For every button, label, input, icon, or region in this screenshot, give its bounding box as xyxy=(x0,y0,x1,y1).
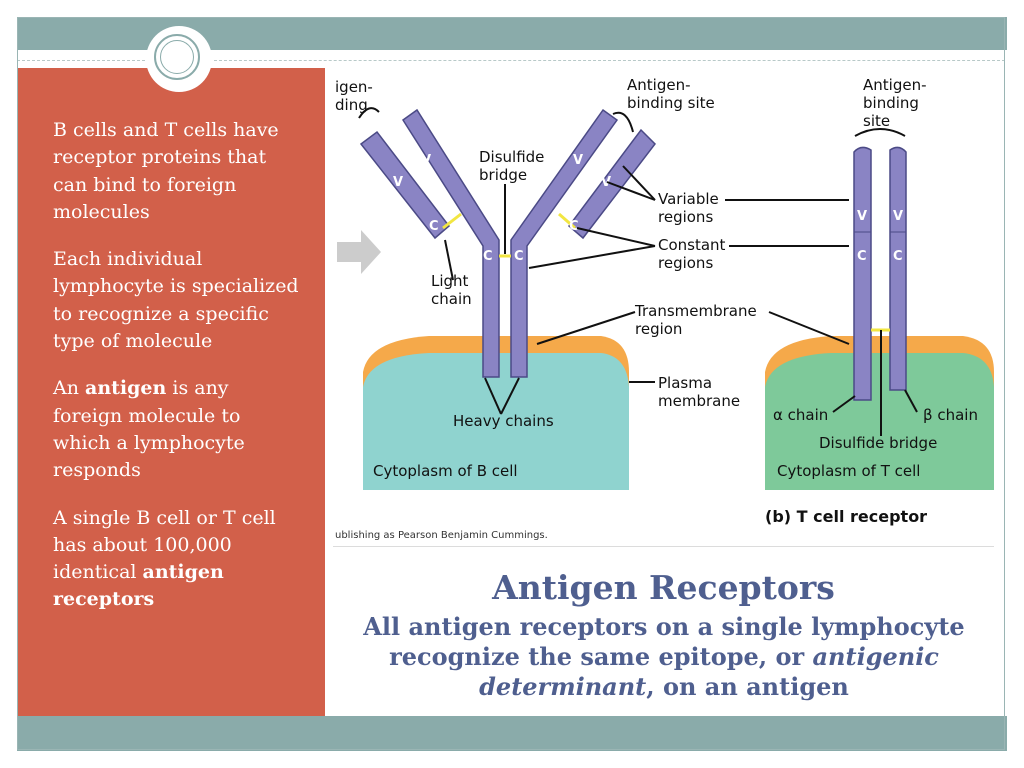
b-c-right-heavy: C xyxy=(514,249,524,264)
pointer-arrow xyxy=(337,230,381,274)
left-panel xyxy=(17,68,325,716)
t-c-beta: C xyxy=(893,249,903,264)
label-antigen-mid-2: binding site xyxy=(627,94,715,112)
leader-transmembrane-b xyxy=(536,311,636,345)
t-v-alpha: V xyxy=(857,209,867,224)
bullet-1: B cells and T cells have receptor protei… xyxy=(53,117,303,226)
label-beta-chain: β chain xyxy=(923,406,978,424)
leader-antigen-mid xyxy=(612,111,634,133)
slide-subtitle: All antigen receptors on a single lympho… xyxy=(340,612,988,702)
heavy-chain-left xyxy=(401,108,500,378)
leader-constant-2 xyxy=(528,245,656,269)
label-antigen-right-2: binding xyxy=(863,94,919,112)
receptor-diagram: V V C C C V V C V V C C xyxy=(335,76,994,541)
bullet-3-post: is any foreign molecule to which a lymph… xyxy=(53,377,245,482)
bullet-3-pre: An xyxy=(53,377,79,400)
header-badge-inner-ring xyxy=(160,40,194,74)
label-antigen-right-3: site xyxy=(863,112,890,130)
leader-transmembrane-t xyxy=(768,311,850,345)
label-antigen-mid-1: Antigen- xyxy=(627,76,691,94)
label-antigen-left-2: ding xyxy=(335,96,368,114)
label-constant-1: Constant xyxy=(658,236,726,254)
bottom-band xyxy=(17,716,1007,751)
leader-antigen-left xyxy=(358,107,380,119)
label-cytoplasm-b: Cytoplasm of B cell xyxy=(373,462,518,480)
label-constant-2: regions xyxy=(658,254,713,272)
label-disulfide-2: bridge xyxy=(479,166,527,184)
bullet-3-bold: antigen xyxy=(85,377,167,400)
receptor-figure: V V C C C V V C V V C C xyxy=(333,72,1000,544)
bullet-2-text: Each individual lymphocyte is specialize… xyxy=(53,248,299,353)
slide-title: Antigen Receptors xyxy=(492,568,835,607)
label-light-chain-2: chain xyxy=(431,290,472,308)
b-c-left-heavy: C xyxy=(483,249,493,264)
leader-variable-2 xyxy=(606,181,656,201)
t-alpha-chain xyxy=(853,146,872,401)
label-light-chain-1: Light xyxy=(431,272,469,290)
light-chain-left xyxy=(359,130,451,240)
label-t-cell-receptor: (b) T cell receptor xyxy=(765,507,927,526)
label-transmembrane-1: Transmembrane xyxy=(634,302,757,320)
t-v-beta: V xyxy=(893,209,903,224)
figure-credit: ublishing as Pearson Benjamin Cummings. xyxy=(335,530,548,541)
label-cytoplasm-t: Cytoplasm of T cell xyxy=(777,462,920,480)
t-cell-cytoplasm xyxy=(765,353,994,490)
b-disulfide-light-left xyxy=(442,212,462,230)
label-antigen-right-1: Antigen- xyxy=(863,76,927,94)
bullet-1-text: B cells and T cells have receptor protei… xyxy=(53,119,279,223)
content-divider xyxy=(333,546,994,547)
leader-variable-1 xyxy=(622,165,656,201)
b-v-left-heavy: V xyxy=(421,153,431,168)
b-c-left-light: C xyxy=(429,219,439,234)
t-c-alpha: C xyxy=(857,249,867,264)
bullet-2: Each individual lymphocyte is specialize… xyxy=(53,246,303,355)
b-disulfide-light-right xyxy=(558,212,576,230)
label-disulfide-1: Disulfide xyxy=(479,148,544,166)
leader-constant-1 xyxy=(576,227,656,247)
label-plasma-1: Plasma xyxy=(658,374,712,392)
subtitle-part-2: , on an antigen xyxy=(646,672,849,701)
bullet-list: B cells and T cells have receptor protei… xyxy=(53,117,303,634)
leader-light-chain xyxy=(444,239,454,281)
label-variable-2: regions xyxy=(658,208,713,226)
leader-lines xyxy=(358,107,918,436)
label-antigen-left-1: igen- xyxy=(335,78,373,96)
leader-heavy-left xyxy=(484,377,502,415)
b-v-right-heavy: V xyxy=(573,153,583,168)
b-v-left-light: V xyxy=(393,175,403,190)
leader-beta xyxy=(904,389,918,413)
header-rule-right xyxy=(214,60,1005,61)
label-heavy-chains: Heavy chains xyxy=(453,412,554,430)
bullet-4-pre: A single B cell or T cell has about 100,… xyxy=(53,506,276,584)
leader-alpha xyxy=(832,395,856,413)
subtitle-italic: antigenic determinant xyxy=(479,642,939,701)
header-badge-ring xyxy=(154,34,200,80)
bullet-4: A single B cell or T cell has about 100,… xyxy=(53,505,303,614)
t-beta-chain xyxy=(889,146,907,391)
label-plasma-2: membrane xyxy=(658,392,740,410)
leader-antigen-right xyxy=(854,128,906,137)
header-rule-left xyxy=(17,60,145,61)
label-transmembrane-2: region xyxy=(635,320,682,338)
leader-heavy-right xyxy=(500,377,520,415)
b-c-right-light: C xyxy=(569,219,579,234)
bullet-3: An antigen is any foreign molecule to wh… xyxy=(53,375,303,484)
label-alpha-chain: α chain xyxy=(773,406,828,424)
b-cell-cytoplasm xyxy=(363,353,629,490)
label-disulfide-t: Disulfide bridge xyxy=(819,434,937,452)
subtitle-part-1: All antigen receptors on a single lympho… xyxy=(363,612,965,671)
heavy-chain-right xyxy=(510,108,619,378)
bullet-4-bold: antigen receptors xyxy=(53,561,224,611)
label-variable-1: Variable xyxy=(658,190,719,208)
b-v-right-light: V xyxy=(601,175,611,190)
